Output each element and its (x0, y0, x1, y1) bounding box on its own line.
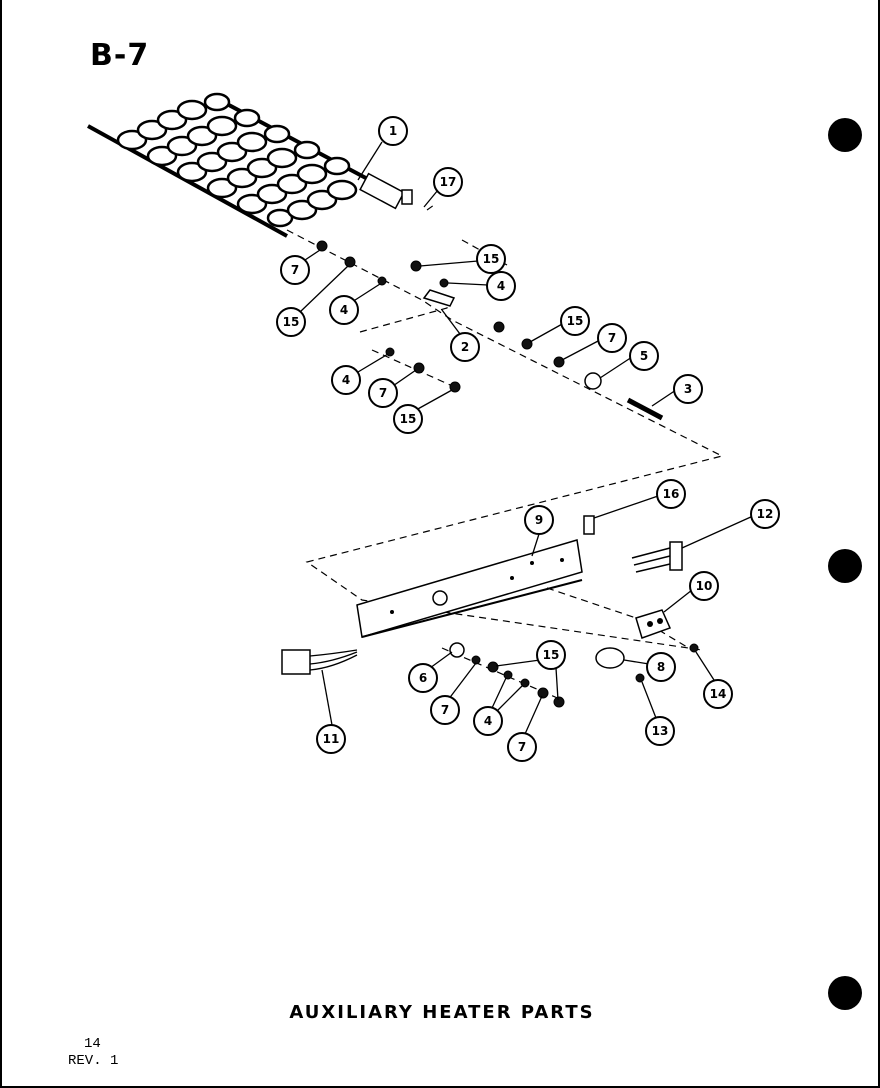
heater-element-assembly (87, 92, 413, 238)
wire-plug (281, 649, 358, 675)
callout-15: 15 (560, 306, 590, 336)
punch-hole (828, 118, 862, 152)
hardware-nut (553, 696, 565, 708)
svg-text:15: 15 (543, 648, 560, 662)
hardware-nut (344, 256, 356, 268)
thermostat (595, 647, 625, 669)
punch-hole (828, 976, 862, 1010)
hardware-nut (493, 321, 505, 333)
callout-4: 4 (329, 295, 359, 325)
bushing (449, 642, 465, 658)
svg-text:15: 15 (567, 314, 584, 328)
hardware-nut (316, 240, 328, 252)
callout-17: 17 (433, 167, 463, 197)
page-footer: 14 REV. 1 (68, 1036, 118, 1070)
svg-text:15: 15 (400, 412, 417, 426)
svg-text:13: 13 (652, 724, 669, 738)
terminal-block (635, 609, 672, 639)
hardware-nut (537, 687, 549, 699)
bushing (584, 372, 602, 390)
svg-text:3: 3 (684, 382, 692, 396)
callout-5: 5 (629, 341, 659, 371)
svg-text:2: 2 (461, 340, 469, 354)
hardware-nut (410, 260, 422, 272)
svg-text:9: 9 (535, 513, 543, 527)
callout-9: 9 (524, 505, 554, 535)
svg-text:5: 5 (640, 349, 648, 363)
svg-text:4: 4 (497, 279, 505, 293)
svg-text:14: 14 (710, 687, 727, 701)
callout-7: 7 (430, 695, 460, 725)
svg-text:11: 11 (323, 732, 340, 746)
svg-text:7: 7 (379, 386, 387, 400)
hardware-washer (377, 276, 387, 286)
hardware-nut (487, 661, 499, 673)
hardware-nut (471, 655, 481, 665)
callout-7: 7 (597, 323, 627, 353)
callout-7: 7 (280, 255, 310, 285)
terminal-stud (626, 397, 664, 421)
svg-text:12: 12 (757, 507, 774, 521)
punch-hole (828, 549, 862, 583)
callout-13: 13 (645, 716, 675, 746)
page-number: 14 (84, 1036, 101, 1052)
diagram-caption: AUXILIARY HEATER PARTS (289, 1002, 595, 1023)
hardware-nut (413, 362, 425, 374)
callout-10: 10 (689, 571, 719, 601)
svg-text:7: 7 (608, 331, 616, 345)
callout-8: 8 (646, 652, 676, 682)
callout-4: 4 (473, 706, 503, 736)
revision-label: REV. 1 (68, 1053, 119, 1069)
mounting-bracket (356, 539, 583, 638)
svg-text:10: 10 (696, 579, 713, 593)
hardware-nut (521, 338, 533, 350)
callout-11: 11 (316, 724, 346, 754)
limit-switch (583, 515, 595, 535)
svg-text:15: 15 (483, 252, 500, 266)
screw (689, 643, 699, 653)
svg-text:4: 4 (342, 373, 350, 387)
callout-12: 12 (750, 499, 780, 529)
insulator-plate (422, 289, 456, 307)
svg-text:4: 4 (340, 303, 348, 317)
callout-15: 15 (536, 640, 566, 670)
callout-16: 16 (656, 479, 686, 509)
hardware-nut (449, 381, 461, 393)
svg-text:4: 4 (484, 714, 492, 728)
hardware-nut (553, 356, 565, 368)
svg-text:15: 15 (283, 315, 300, 329)
screw (635, 673, 645, 683)
svg-text:16: 16 (663, 487, 680, 501)
callout-6: 6 (408, 663, 438, 693)
svg-text:7: 7 (291, 263, 299, 277)
callout-15: 15 (476, 244, 506, 274)
svg-text:7: 7 (441, 703, 449, 717)
callout-1: 1 (378, 116, 408, 146)
callout-7: 7 (507, 732, 537, 762)
leader-lines (299, 141, 754, 735)
hardware-washer (503, 670, 513, 680)
callout-2: 2 (450, 332, 480, 362)
callout-4: 4 (486, 271, 516, 301)
callout-3: 3 (673, 374, 703, 404)
callout-15: 15 (276, 307, 306, 337)
callout-15: 15 (393, 404, 423, 434)
svg-text:17: 17 (440, 175, 457, 189)
svg-text:1: 1 (389, 124, 397, 138)
callout-7: 7 (368, 378, 398, 408)
svg-text:6: 6 (419, 671, 427, 685)
svg-text:7: 7 (518, 740, 526, 754)
wiring-harness (631, 541, 683, 573)
callout-4: 4 (331, 365, 361, 395)
callout-14: 14 (703, 679, 733, 709)
svg-text:8: 8 (657, 660, 665, 674)
hardware-washer (439, 278, 449, 288)
page-code: B-7 (90, 38, 150, 73)
